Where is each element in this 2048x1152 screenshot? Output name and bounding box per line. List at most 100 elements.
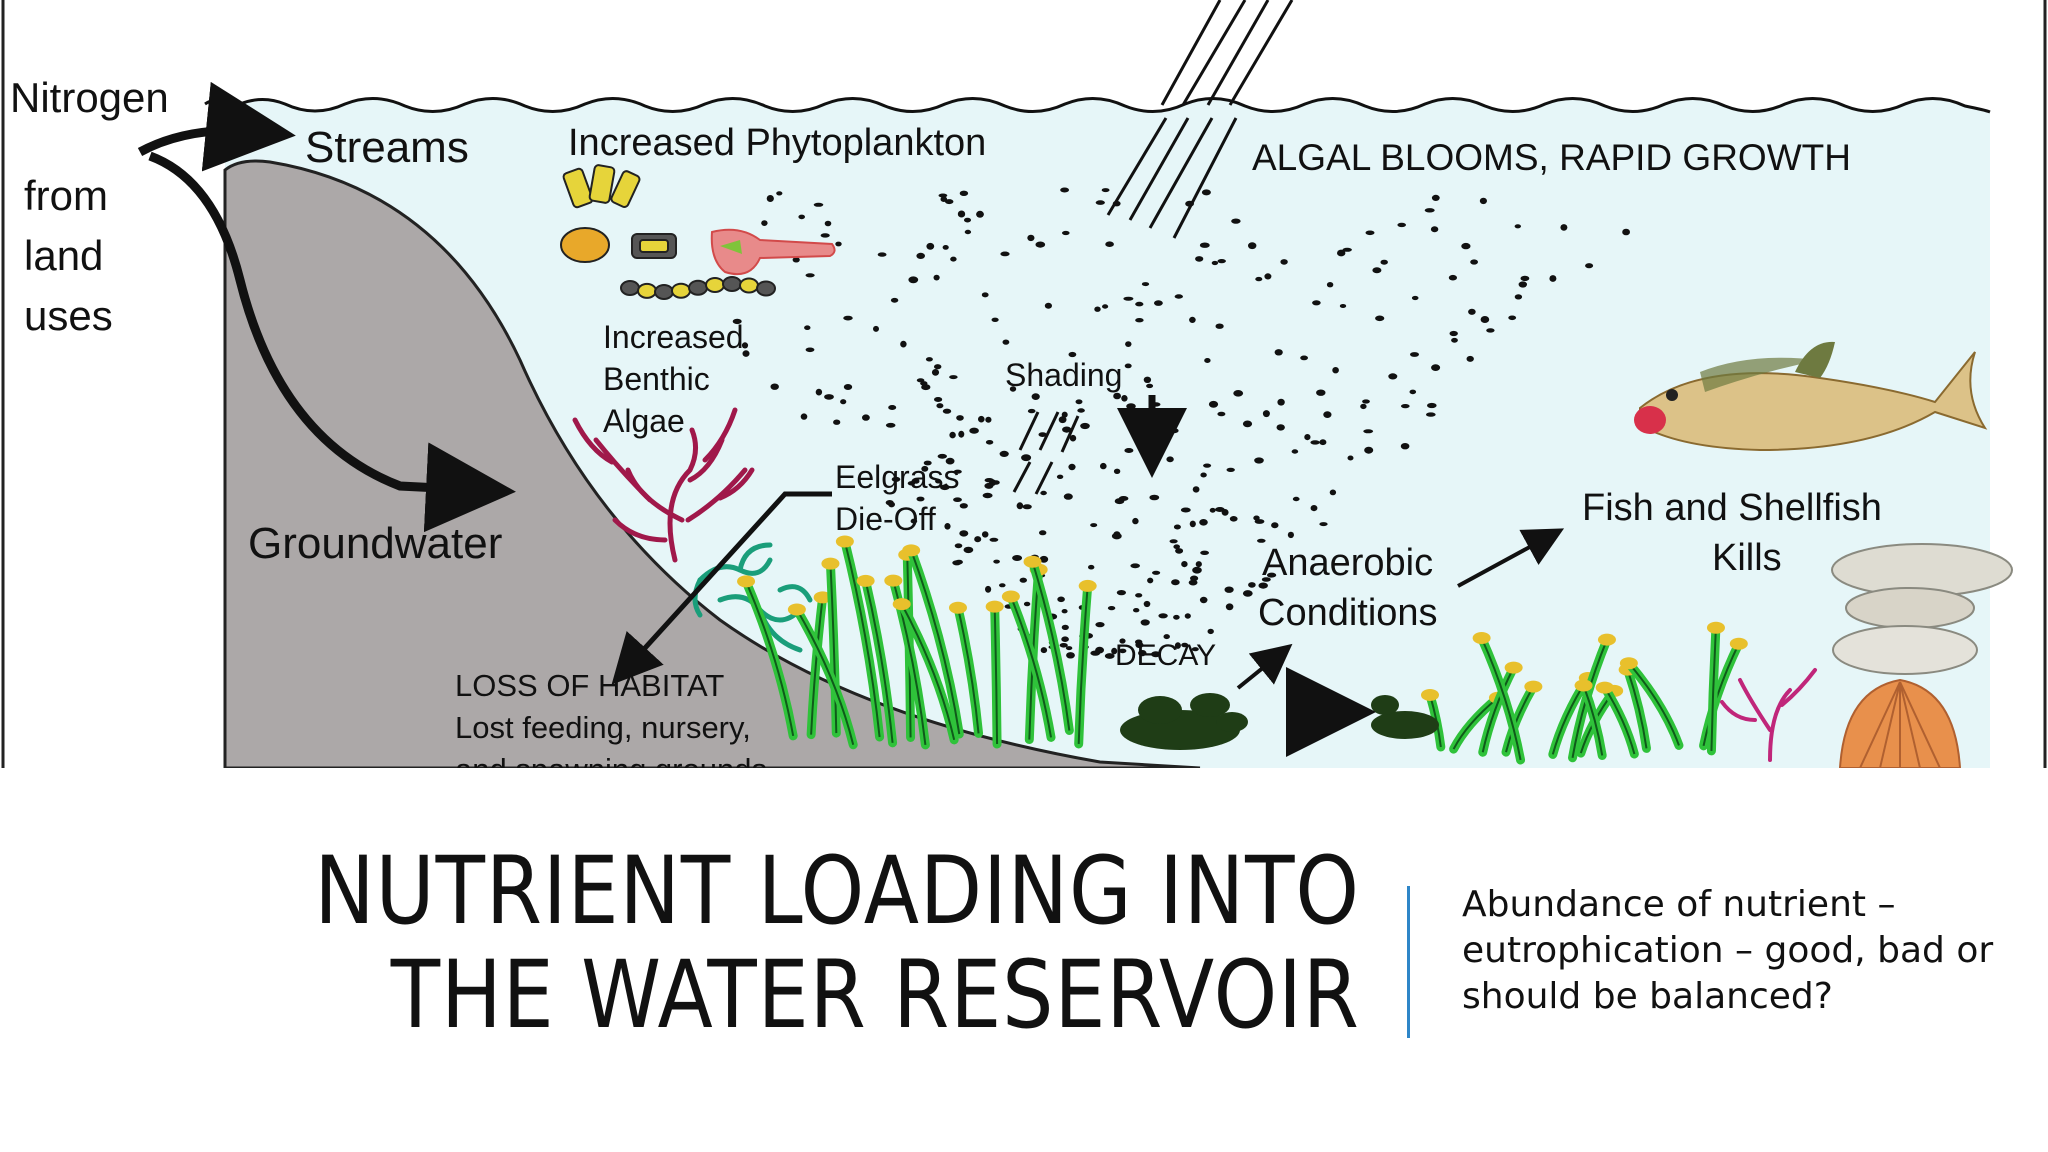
eelgrass-tip <box>892 598 911 611</box>
phytoplankton-dot <box>1233 390 1244 397</box>
label-lost-feeding: Lost feeding, nursery, <box>455 710 751 745</box>
eelgrass-blade-edge <box>864 580 894 743</box>
label-anaerobic: Anaerobic <box>1262 542 1433 584</box>
phytoplankton-dot <box>732 318 742 325</box>
eelgrass-blade-edge <box>1603 687 1636 755</box>
phytoplankton-dot <box>926 242 935 250</box>
phytoplankton-dot <box>1400 443 1410 450</box>
phytoplankton-dot <box>1277 398 1285 406</box>
eelgrass-tip <box>1420 688 1439 701</box>
eutrophication-diagram: Nitrogen from land uses Streams Increase… <box>1 0 2047 768</box>
phytoplankton-dot <box>1287 531 1294 539</box>
eelgrass-tip <box>1729 637 1748 650</box>
eelgrass-blade-edge <box>1077 585 1089 744</box>
phytoplankton-dot <box>959 503 968 509</box>
anaerobic-kills-arrow <box>1457 528 1565 588</box>
phytoplankton-dot <box>940 484 950 491</box>
label-die-off: Die-Off <box>835 501 936 537</box>
phytoplankton-dot <box>1039 530 1047 536</box>
phytoplankton-dot <box>1217 259 1226 264</box>
phytoplankton-dot <box>1380 259 1388 265</box>
phytoplankton-dot <box>742 350 750 357</box>
phytoplankton-dot <box>1021 454 1032 462</box>
diatom-cell <box>671 282 691 299</box>
phytoplankton-dot <box>1105 241 1114 247</box>
phytoplankton-dot <box>945 457 955 465</box>
label-uses: uses <box>24 292 113 339</box>
eelgrass-blade-edge <box>993 606 999 745</box>
eelgrass-blade-edge <box>900 603 956 741</box>
phytoplankton-dot <box>1057 596 1065 603</box>
phytoplankton-dot <box>1016 502 1024 510</box>
phytoplankton-dot <box>1181 642 1189 648</box>
eelgrass-tip <box>948 601 967 614</box>
phytoplankton-dot <box>813 202 824 207</box>
label-spawning-grounds: and spawning grounds <box>455 752 767 768</box>
phytoplankton-dot <box>1211 260 1219 266</box>
phytoplankton-dot <box>999 450 1009 457</box>
eelgrass-tip <box>1706 621 1725 634</box>
phytoplankton-dot <box>1360 403 1367 410</box>
decay-arrow <box>1236 643 1293 690</box>
eelgrass-blade-edge <box>957 607 980 734</box>
phytoplankton-dot <box>1518 281 1528 288</box>
phytoplankton-dot <box>1430 226 1439 233</box>
phytoplankton-dot <box>999 583 1006 588</box>
phytoplankton-dot <box>1200 472 1207 478</box>
phytoplankton-dot <box>766 195 774 202</box>
phytoplankton-dot <box>1163 634 1170 640</box>
phytoplankton-dot <box>1088 564 1095 570</box>
eelgrass-tip <box>1574 679 1593 692</box>
phytoplankton-dot <box>1149 494 1160 501</box>
label-algae: Algae <box>603 403 685 439</box>
phytoplankton-dot <box>1274 349 1283 356</box>
phytoplankton-dot <box>1410 352 1419 357</box>
phytoplankton-dot <box>1063 493 1073 500</box>
eelgrass-tip <box>884 574 903 587</box>
phytoplankton-dot <box>1095 200 1105 205</box>
phytoplankton-dot <box>1113 468 1121 474</box>
phytoplankton-dot <box>1375 315 1385 322</box>
phytoplankton-dot <box>1107 606 1116 611</box>
phytoplankton-dot <box>1143 376 1152 383</box>
phytoplankton-dot <box>1188 579 1198 586</box>
phytoplankton-dot <box>949 431 956 439</box>
phytoplankton-dot <box>1248 582 1256 588</box>
phytoplankton-dot <box>1121 395 1128 402</box>
slide-title-line-1: NUTRIENT LOADING INTO <box>314 837 1360 946</box>
phytoplankton-dot <box>1470 259 1478 265</box>
phytoplankton-dot <box>950 256 957 262</box>
phytoplankton-dot <box>1253 515 1260 521</box>
phytoplankton-dot <box>1169 428 1179 434</box>
phytoplankton-dot <box>820 233 830 238</box>
phytoplankton-dot <box>1062 426 1072 433</box>
phytoplankton-dot <box>1242 420 1253 428</box>
phytoplankton-dot <box>1031 393 1040 400</box>
phytoplankton-dot <box>1199 596 1208 604</box>
phytoplankton-dot <box>1181 561 1188 568</box>
label-decay: DECAY <box>1115 639 1216 672</box>
label-conditions: Conditions <box>1258 592 1438 634</box>
phytoplankton-dot <box>1100 462 1107 470</box>
phytoplankton-dot <box>1363 429 1374 434</box>
phytoplankton-dot <box>1140 619 1150 626</box>
phytoplankton-dot <box>805 273 815 278</box>
eelgrass-tip <box>1595 681 1614 694</box>
phytoplankton-dot <box>1207 628 1214 635</box>
phytoplankton-dot <box>1065 646 1073 651</box>
eelgrass-tip <box>902 544 921 557</box>
phytoplankton-dot <box>1062 230 1070 236</box>
phytoplankton-dot <box>1319 522 1328 527</box>
phytoplankton-dot <box>921 465 929 472</box>
shading-rays <box>1012 411 1080 495</box>
phytoplankton-dot <box>1135 593 1143 598</box>
phytoplankton-dot <box>1332 367 1339 374</box>
phytoplankton-dot <box>1056 474 1064 479</box>
phytoplankton-dot <box>976 210 984 218</box>
phytoplankton-dot <box>1132 517 1139 525</box>
eelgrass-blade-edge <box>910 549 961 735</box>
phytoplankton-dot <box>1119 648 1127 654</box>
phytoplankton-dot <box>933 274 940 281</box>
phytoplankton-dot <box>1173 524 1181 530</box>
phytoplankton-dot <box>1119 638 1126 644</box>
